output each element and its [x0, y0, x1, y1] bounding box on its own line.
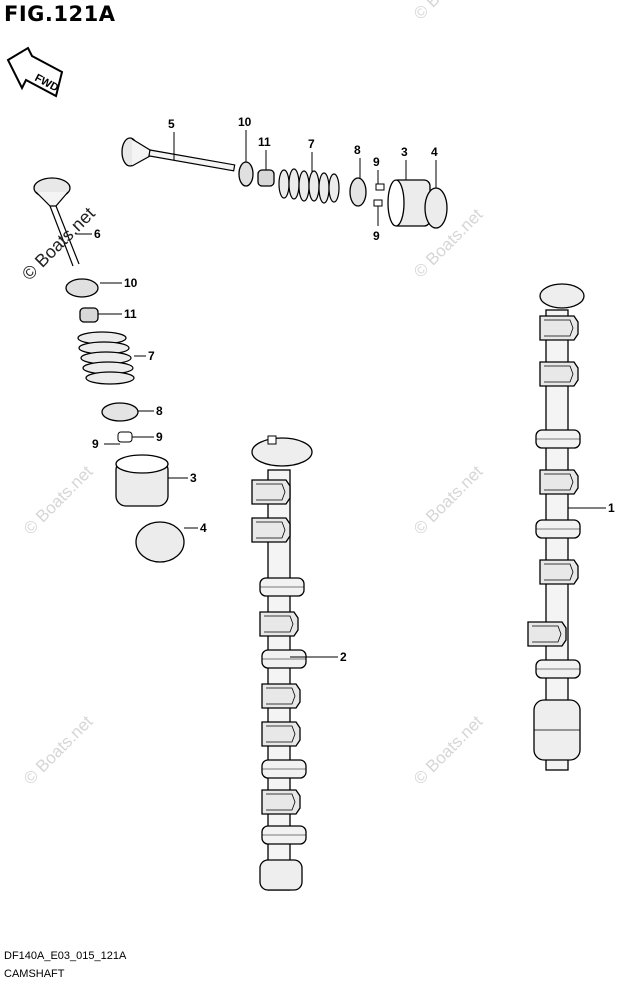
- lifter-part-3: [387, 179, 431, 227]
- seal-part-11b: [79, 307, 99, 323]
- callout-11-left: 11: [124, 307, 137, 321]
- spring-part-7b: [77, 331, 135, 385]
- callout-labels: 5 10 11 7 8 9 3 4 9 6 10 11 7 8 9 9 3 4 …: [92, 115, 615, 664]
- callout-8-left: 8: [156, 404, 163, 418]
- callout-9-lower: 9: [373, 229, 380, 243]
- keeper-part-9b: [373, 199, 383, 207]
- keeper-part-9: [375, 183, 385, 191]
- callout-4: 4: [431, 145, 438, 159]
- valve-part-6: [33, 177, 80, 267]
- callout-2: 2: [340, 650, 347, 664]
- callout-3-left: 3: [190, 471, 197, 485]
- valve-assembly-vertical: [33, 177, 185, 563]
- leader-lines: [76, 130, 606, 658]
- callout-11: 11: [258, 135, 271, 149]
- callout-10: 10: [238, 115, 252, 129]
- callout-9-left-a: 9: [92, 437, 99, 451]
- callout-6: 6: [94, 227, 101, 241]
- fwd-arrow-icon: FWD: [6, 46, 64, 98]
- seat-part-8: [349, 177, 367, 207]
- figure-name: CAMSHAFT: [4, 968, 65, 980]
- shim-part-4: [424, 187, 448, 229]
- callout-9: 9: [373, 155, 380, 169]
- figure-code: DF140A_E03_015_121A: [4, 950, 127, 962]
- callout-5: 5: [168, 117, 175, 131]
- seal-part-11: [257, 169, 275, 187]
- callout-9-left-b: 9: [156, 430, 163, 444]
- keeper-part-9c: [117, 431, 133, 443]
- spring-part-7: [278, 168, 340, 204]
- callout-1: 1: [608, 501, 615, 515]
- shim-part-4b: [135, 521, 185, 563]
- lifter-part-3b: [115, 454, 169, 507]
- callout-3: 3: [401, 145, 408, 159]
- seat-part-8b: [101, 402, 139, 422]
- callout-10-left: 10: [124, 276, 138, 290]
- camshaft-part-1: [527, 283, 585, 771]
- valve-assembly-horizontal: [121, 137, 448, 229]
- retainer-part-10b: [65, 278, 99, 298]
- callout-7-left: 7: [148, 349, 155, 363]
- retainer-part-10: [238, 161, 254, 187]
- valve-part-5: [121, 137, 236, 172]
- callout-8: 8: [354, 143, 361, 157]
- camshaft-part-2: [251, 435, 313, 891]
- callout-7: 7: [308, 137, 315, 151]
- figure-title: FIG.121A: [4, 2, 116, 26]
- callout-4-left: 4: [200, 521, 207, 535]
